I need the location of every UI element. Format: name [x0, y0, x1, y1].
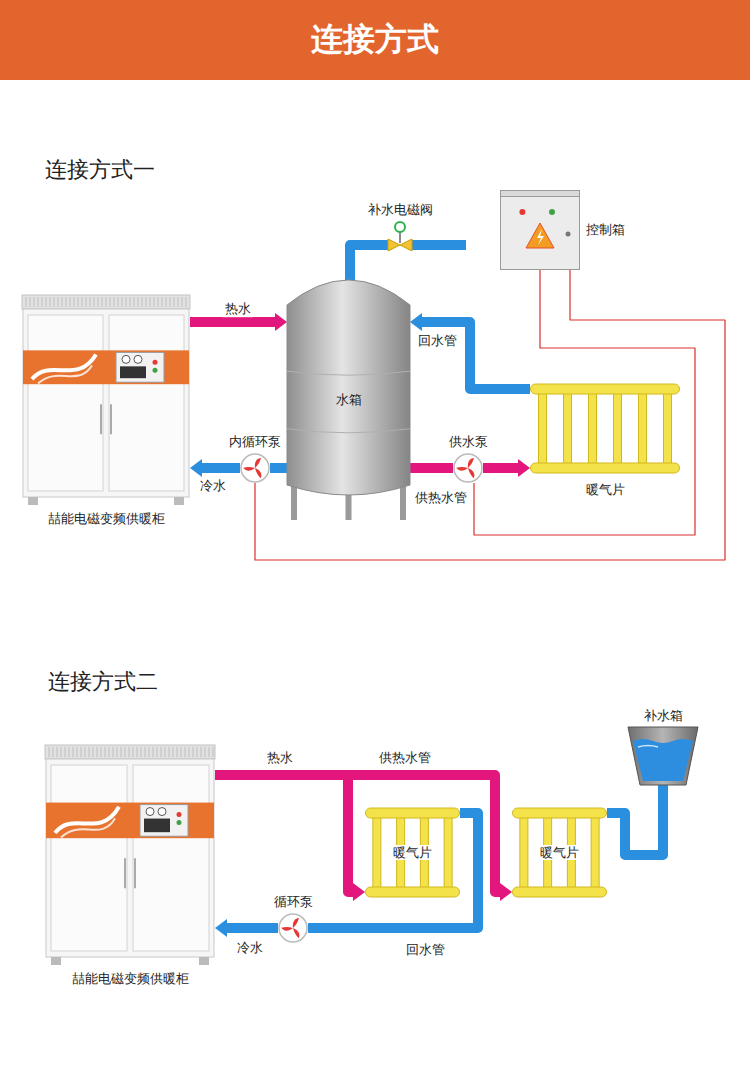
- node-label: 循环泵: [274, 894, 313, 910]
- node-label: 内循环泵: [229, 434, 281, 450]
- pump-symbol-shape: [278, 913, 308, 943]
- cold-water-pipe: [422, 322, 530, 389]
- radiator-shape: [530, 381, 680, 476]
- makeup-tank-shape: [628, 727, 698, 785]
- node-label: 喆能电磁变频供暖柜: [48, 511, 165, 527]
- pump-symbol-shape: [240, 453, 270, 483]
- hot-water-pipe: [410, 463, 453, 473]
- control-wire: [474, 270, 695, 535]
- node-label: 暖气片: [390, 845, 435, 861]
- cold-water-pipe: [350, 245, 388, 280]
- cold-water-pipe: [607, 785, 663, 855]
- node-label: 喆能电磁变频供暖柜: [72, 971, 189, 987]
- solenoid-valve: 补水电磁阀: [388, 221, 412, 251]
- makeup-tank: 补水箱: [628, 727, 698, 785]
- hot-water-pipe: [215, 775, 353, 892]
- pump-symbol: 内循环泵: [240, 453, 270, 483]
- section-heading: 连接方式一: [45, 157, 155, 183]
- water-tank: 水箱: [287, 280, 410, 520]
- control-box-shape: [500, 190, 580, 270]
- node-label: 补水电磁阀: [368, 202, 433, 218]
- node-label: 暖气片: [586, 482, 625, 498]
- pipe-label: 供热水管: [413, 490, 469, 506]
- pipe-label: 回水管: [404, 942, 447, 958]
- control-wire: [255, 270, 725, 560]
- node-label: 暖气片: [537, 845, 582, 861]
- node-label: 供水泵: [449, 434, 488, 450]
- hot-water-pipe: [483, 463, 518, 473]
- pipe-label: 热水: [223, 301, 253, 317]
- pipe-label: 供热水管: [377, 750, 433, 766]
- pipe-label: 冷水: [235, 940, 265, 956]
- heater-cabinet-shape: [22, 295, 190, 505]
- pump-symbol: 循环泵: [278, 913, 308, 943]
- pipe-label: 热水: [265, 750, 295, 766]
- radiator: 暖气片: [512, 805, 607, 900]
- node-label: 水箱: [336, 392, 362, 408]
- pump-symbol: 供水泵: [453, 453, 483, 483]
- heater-cabinet: 喆能电磁变频供暖柜: [45, 745, 215, 965]
- cold-water-pipe: [308, 813, 478, 928]
- cold-water-pipe: [270, 463, 287, 473]
- section-heading: 连接方式二: [48, 669, 158, 695]
- inlet-pipe: [410, 240, 466, 250]
- radiator: 暖气片: [530, 381, 680, 476]
- heater-cabinet-shape: [45, 745, 215, 965]
- heater-cabinet: 喆能电磁变频供暖柜: [22, 295, 190, 505]
- page-title: 连接方式: [0, 0, 750, 80]
- title-bar: [0, 0, 750, 80]
- solenoid-valve-shape: [388, 221, 412, 251]
- pipe-label: 冷水: [198, 478, 228, 494]
- node-label: 补水箱: [644, 708, 683, 724]
- node-label: 控制箱: [586, 222, 625, 238]
- hot-water-pipe: [190, 317, 275, 327]
- pipe-label: 回水管: [416, 333, 459, 349]
- cold-water-pipe: [202, 463, 240, 473]
- hot-water-pipe: [215, 775, 500, 892]
- pump-symbol-shape: [453, 453, 483, 483]
- cold-water-pipe: [227, 923, 278, 933]
- control-box: 控制箱: [500, 190, 580, 270]
- radiator: 暖气片: [365, 805, 460, 900]
